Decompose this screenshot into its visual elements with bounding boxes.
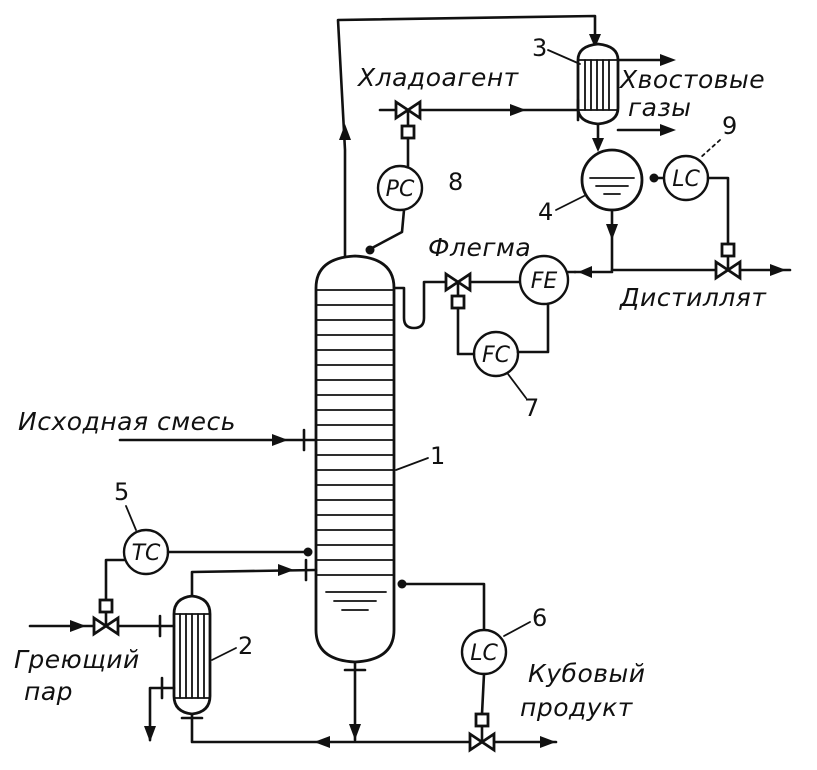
number-tc-loop: 5 <box>114 478 129 506</box>
distillation-column <box>314 254 396 664</box>
fe-flow-element: FE <box>518 254 577 306</box>
feed-label: Исходная смесь <box>18 407 236 436</box>
number-lc-bottom-loop: 6 <box>532 604 547 632</box>
column-trays <box>315 289 395 576</box>
tc-label: TC <box>132 541 161 566</box>
tc-controller: TC <box>104 528 313 602</box>
bottoms-valve <box>468 712 496 753</box>
number-lc-top-loop: 9 <box>722 112 737 140</box>
refrigerant-label: Хладоагент <box>356 63 520 92</box>
number-fc-loop: 7 <box>524 394 539 422</box>
tail-gas-line <box>616 54 676 136</box>
fc-controller: FC <box>456 302 550 378</box>
fe-label: FE <box>531 269 558 294</box>
column-liquid-level <box>325 591 387 611</box>
fc-label: FC <box>482 343 511 368</box>
tail-gases-label-line1: Хвостовые <box>618 65 765 94</box>
number-column: 1 <box>430 442 445 470</box>
number-receiver: 4 <box>538 198 553 226</box>
bottoms-line <box>180 660 558 748</box>
reboiler-vapor-line <box>190 558 318 598</box>
condenser <box>576 42 620 126</box>
bottoms-label-line1: Кубовый <box>528 659 645 688</box>
reboiler-condensate-line <box>144 676 176 742</box>
lc-bottom-controller: LC <box>397 579 508 716</box>
distillate-valve <box>714 242 742 281</box>
distillate-label: Дистиллят <box>619 283 767 312</box>
reflux-valve <box>444 271 472 310</box>
feed-line <box>118 428 318 452</box>
reflux-line <box>392 280 522 330</box>
lc-top-controller: LC <box>649 154 730 246</box>
reflux-label: Флегма <box>428 233 531 262</box>
number-reboiler: 2 <box>238 632 253 660</box>
heating-steam-label-line1: Греющий <box>14 645 140 674</box>
vapor-line <box>336 14 601 258</box>
pc-label: PC <box>386 177 415 202</box>
steam-valve <box>92 598 120 637</box>
pc-controller: PC <box>365 136 424 255</box>
reboiler <box>172 594 212 716</box>
number-pc-loop: 8 <box>448 168 463 196</box>
condensate-line <box>592 122 604 152</box>
steam-line <box>28 614 176 638</box>
number-condenser: 3 <box>532 34 547 62</box>
heating-steam-label-line2: пар <box>24 677 73 706</box>
bottoms-label-line2: продукт <box>520 693 634 722</box>
tail-gases-label-line2: газы <box>628 93 692 122</box>
refrigerant-valve <box>394 99 422 140</box>
receiver <box>580 148 644 212</box>
lc-top-label: LC <box>672 167 700 192</box>
distillate-line <box>573 208 792 278</box>
lc-bottom-label: LC <box>470 641 498 666</box>
